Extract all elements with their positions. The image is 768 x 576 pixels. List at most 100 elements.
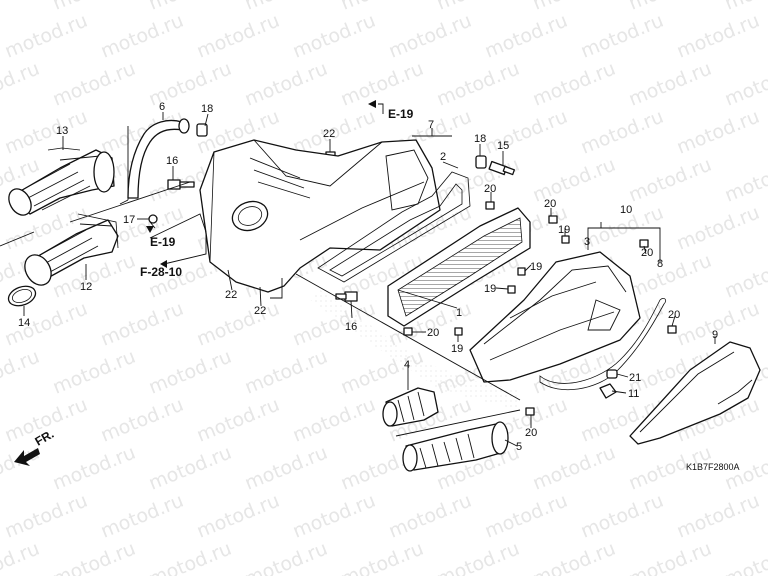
callout-9: 9 bbox=[712, 329, 718, 341]
watermark-text: motod.ru bbox=[530, 154, 619, 207]
watermark-text: motod.ru bbox=[674, 490, 763, 543]
watermark-text: motod.ru bbox=[626, 250, 715, 303]
part-5-intake-boot bbox=[402, 421, 509, 472]
watermark-text: motod.ru bbox=[722, 538, 768, 576]
watermark-text: motod.ru bbox=[0, 346, 43, 399]
watermark-text: motod.ru bbox=[146, 346, 235, 399]
watermark-text: motod.ru bbox=[338, 58, 427, 111]
callout-19-a: 19 bbox=[558, 224, 570, 236]
watermark-text: motod.ru bbox=[50, 58, 139, 111]
callout-19-b: 19 bbox=[530, 261, 542, 273]
watermark-text: motod.ru bbox=[98, 490, 187, 543]
watermark-text: motod.ru bbox=[722, 154, 768, 207]
watermark-text: motod.ru bbox=[530, 58, 619, 111]
callout-4: 4 bbox=[404, 359, 410, 371]
callout-21: 21 bbox=[629, 372, 641, 384]
watermark-text: motod.ru bbox=[434, 0, 523, 15]
watermark-text: motod.ru bbox=[386, 10, 475, 63]
watermark-text: motod.ru bbox=[290, 490, 379, 543]
watermark-text: motod.ru bbox=[434, 58, 523, 111]
watermark-text: motod.ru bbox=[434, 538, 523, 576]
part-2-inner-seal bbox=[329, 183, 463, 277]
watermark-text: motod.ru bbox=[194, 394, 283, 447]
callout-20-c: 20 bbox=[427, 327, 439, 339]
watermark-text: motod.ru bbox=[242, 442, 331, 495]
watermark-text: motod.ru bbox=[242, 538, 331, 576]
watermark-text: motod.ru bbox=[50, 538, 139, 576]
reference-labels: E-19 E-19 F-28-10 bbox=[140, 107, 414, 279]
leader-lines bbox=[23, 103, 716, 447]
callout-20-f: 20 bbox=[668, 309, 680, 321]
callout-labels: 13 12 14 6 18 16 17 22 22 22 16 7 2 18 1… bbox=[18, 101, 718, 453]
part-19-screw bbox=[454, 235, 570, 336]
watermark-text: motod.ru bbox=[2, 490, 91, 543]
watermark-text: motod.ru bbox=[530, 442, 619, 495]
callout-20-d: 20 bbox=[525, 427, 537, 439]
watermark-text: motod.ru bbox=[242, 0, 331, 15]
part-18-clip-right bbox=[475, 155, 487, 169]
watermark-text: motod.ru bbox=[0, 58, 43, 111]
reference-bracket-lines bbox=[0, 126, 521, 437]
part-1-air-filter-element bbox=[387, 207, 531, 327]
watermark-text: motod.ru bbox=[146, 0, 235, 15]
callout-20-e: 20 bbox=[641, 247, 653, 259]
watermark-text: motod.ru bbox=[482, 106, 571, 159]
watermark-text: motod.ru bbox=[482, 490, 571, 543]
part-6-breather-hose bbox=[127, 118, 190, 199]
part-9-side-cover bbox=[629, 341, 761, 445]
watermark-text: motod.ru bbox=[98, 394, 187, 447]
part-20-screw bbox=[403, 201, 677, 416]
callout-2: 2 bbox=[440, 151, 446, 163]
watermark-text: motod.ru bbox=[674, 298, 763, 351]
watermark-text: motod.ru bbox=[194, 298, 283, 351]
watermark-text: motod.ru bbox=[722, 58, 768, 111]
watermark-text: motod.ru bbox=[386, 490, 475, 543]
ref-f2810: F-28-10 bbox=[140, 265, 182, 279]
watermark-text: motod.ru bbox=[482, 10, 571, 63]
watermark-text: motod.ru bbox=[578, 490, 667, 543]
exploded-area-shading bbox=[310, 290, 520, 410]
watermark-text: motod.ru bbox=[626, 154, 715, 207]
part-13-intake-duct bbox=[8, 147, 115, 216]
callout-8: 8 bbox=[657, 258, 663, 270]
callout-13: 13 bbox=[56, 125, 68, 137]
callout-16-centre: 16 bbox=[345, 321, 357, 333]
part-17-washer bbox=[148, 214, 158, 224]
watermark-text: motod.ru bbox=[2, 10, 91, 63]
watermark-text: motod.ru bbox=[2, 106, 91, 159]
callout-17: 17 bbox=[123, 214, 135, 226]
watermark-text: motod.ru bbox=[626, 58, 715, 111]
watermark-text: motod.ru bbox=[194, 490, 283, 543]
watermark-text: motod.ru bbox=[338, 538, 427, 576]
callout-22-bottom: 22 bbox=[254, 305, 266, 317]
callout-18-right: 18 bbox=[474, 133, 486, 145]
callout-16-left: 16 bbox=[166, 155, 178, 167]
watermark-text: motod.ru bbox=[194, 10, 283, 63]
watermark-text: motod.ru bbox=[530, 0, 619, 15]
watermark-text: motod.ru bbox=[0, 538, 43, 576]
front-direction-arrow bbox=[14, 448, 40, 466]
e19-top-arrow bbox=[368, 100, 376, 108]
watermark-text: motod.ru bbox=[146, 442, 235, 495]
watermark-text: motod.ru bbox=[98, 10, 187, 63]
callout-12: 12 bbox=[80, 281, 92, 293]
watermark-text: motod.ru bbox=[146, 538, 235, 576]
callout-6: 6 bbox=[159, 101, 165, 113]
callout-20-b: 20 bbox=[544, 198, 556, 210]
part-18-clip bbox=[196, 123, 208, 137]
part-8-cover-seal bbox=[539, 297, 667, 391]
callout-1: 1 bbox=[456, 307, 462, 319]
callout-22-top: 22 bbox=[323, 128, 335, 140]
callout-7: 7 bbox=[428, 119, 434, 131]
part-16-bolt-centre bbox=[335, 291, 358, 302]
e19-left-arrow bbox=[146, 226, 154, 233]
part-14-hose-clamp bbox=[7, 285, 37, 307]
callout-19-c: 19 bbox=[484, 283, 496, 295]
air-cleaner-case bbox=[199, 139, 441, 293]
watermark-text: motod.ru bbox=[50, 0, 139, 15]
watermark-text: motod.ru bbox=[338, 0, 427, 15]
callout-10: 10 bbox=[620, 204, 632, 216]
watermark-text: motod.ru bbox=[242, 58, 331, 111]
part-15-plug bbox=[488, 160, 516, 176]
